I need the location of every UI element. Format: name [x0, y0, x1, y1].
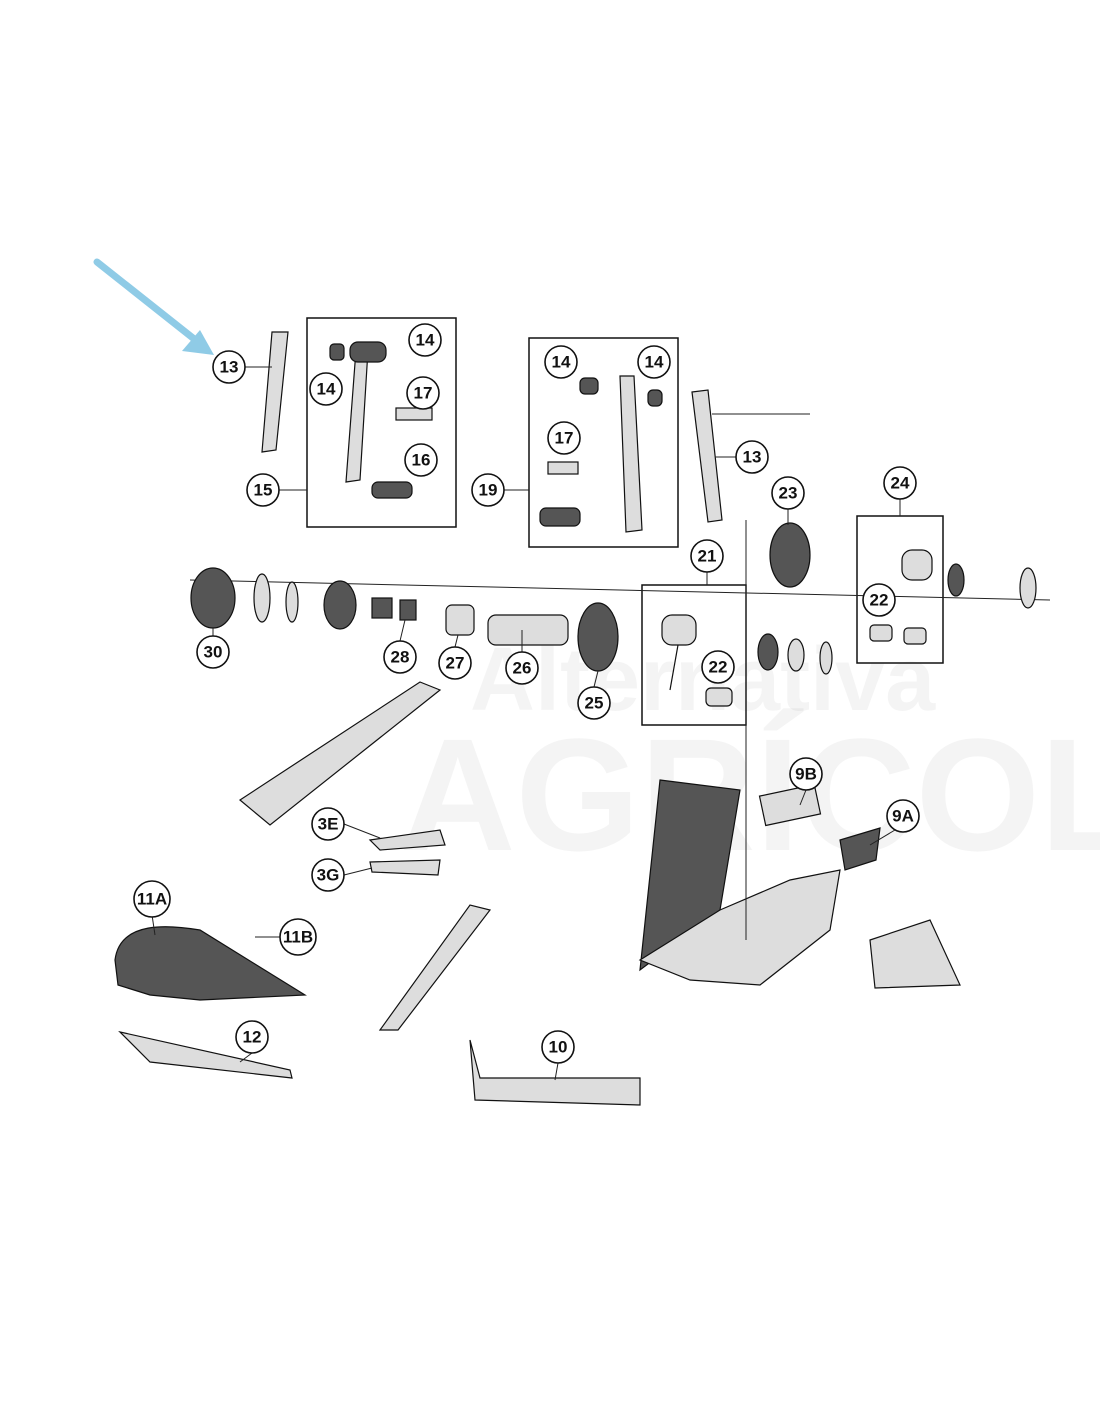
svg-text:19: 19 [479, 481, 498, 500]
callout-23: 23 [771, 476, 805, 510]
svg-text:22: 22 [709, 658, 728, 677]
callout-26: 26 [505, 651, 539, 685]
svg-text:17: 17 [414, 384, 433, 403]
callout-14: 14 [309, 372, 343, 406]
leader-lines [151, 366, 901, 1081]
callout-12: 12 [235, 1020, 269, 1054]
callout-19: 19 [471, 473, 505, 507]
svg-text:27: 27 [446, 654, 465, 673]
callout-15: 15 [246, 473, 280, 507]
svg-text:12: 12 [243, 1028, 262, 1047]
svg-text:30: 30 [204, 643, 223, 662]
group-box-15 [306, 317, 457, 528]
svg-text:17: 17 [555, 429, 574, 448]
svg-text:14: 14 [552, 353, 571, 372]
callout-25: 25 [577, 686, 611, 720]
svg-text:3E: 3E [318, 815, 339, 834]
callout-11a: 11A [133, 880, 171, 918]
svg-text:14: 14 [317, 380, 336, 399]
svg-text:3G: 3G [317, 866, 340, 885]
callout-21: 21 [690, 539, 724, 573]
callout-11b: 11B [279, 918, 317, 956]
watermark-line1: Alternativa [470, 630, 936, 730]
svg-text:23: 23 [779, 484, 798, 503]
callout-3e: 3E [311, 807, 345, 841]
svg-text:24: 24 [891, 474, 910, 493]
callout-24: 24 [883, 466, 917, 500]
group-box-19 [528, 337, 679, 548]
svg-text:28: 28 [391, 648, 410, 667]
svg-text:14: 14 [416, 331, 435, 350]
callout-16: 16 [404, 443, 438, 477]
callout-9a: 9A [886, 799, 920, 833]
svg-text:16: 16 [412, 451, 431, 470]
svg-text:15: 15 [254, 481, 273, 500]
svg-text:14: 14 [645, 353, 664, 372]
callout-22: 22 [701, 650, 735, 684]
svg-text:13: 13 [220, 358, 239, 377]
watermark-line2: AGRÍCOLA [400, 705, 1100, 884]
callout-14: 14 [408, 323, 442, 357]
callout-17: 17 [406, 376, 440, 410]
svg-text:26: 26 [513, 659, 532, 678]
callout-13: 13 [735, 440, 769, 474]
pointer-arrow-icon [93, 258, 214, 355]
callout-17: 17 [547, 421, 581, 455]
svg-text:11B: 11B [283, 928, 313, 947]
svg-text:21: 21 [698, 547, 717, 566]
callout-27: 27 [438, 646, 472, 680]
callout-10: 10 [541, 1030, 575, 1064]
svg-text:22: 22 [870, 591, 889, 610]
callout-22: 22 [862, 583, 896, 617]
svg-text:9B: 9B [795, 765, 817, 784]
svg-text:11A: 11A [137, 890, 167, 909]
callout-13: 13 [212, 350, 246, 384]
callout-14: 14 [637, 345, 671, 379]
callout-30: 30 [196, 635, 230, 669]
parts-drawing [114, 331, 1051, 1106]
callout-28: 28 [383, 640, 417, 674]
callout-14: 14 [544, 345, 578, 379]
svg-text:9A: 9A [892, 807, 914, 826]
svg-text:13: 13 [743, 448, 762, 467]
svg-text:25: 25 [585, 694, 604, 713]
svg-text:10: 10 [549, 1038, 568, 1057]
callout-3g: 3G [311, 858, 345, 892]
callout-9b: 9B [789, 757, 823, 791]
